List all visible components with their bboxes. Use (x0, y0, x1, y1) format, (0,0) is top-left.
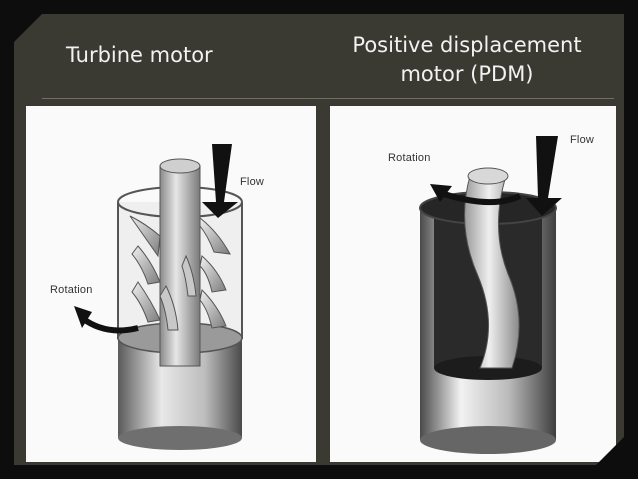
turbine-blade (200, 256, 226, 292)
turbine-blade (200, 218, 230, 254)
turbine-blade (132, 246, 160, 284)
turbine-shaft-top (160, 159, 200, 173)
turbine-motor-heading: Turbine motor (66, 43, 213, 67)
pdm-stator-bottom (420, 426, 556, 454)
turbine-flow-label: Flow (240, 176, 265, 188)
rotation-arrowhead-icon (74, 306, 92, 328)
rotation-arrow-icon (438, 192, 520, 202)
turbine-blade (182, 256, 196, 296)
pdm-illustration (330, 106, 616, 462)
flow-arrow-icon (526, 136, 562, 216)
turbine-blade (200, 290, 226, 328)
turbine-motor-figure: Flow Rotation (26, 106, 316, 462)
pdm-rotor (465, 176, 520, 368)
rotation-arrowhead-icon (430, 184, 452, 202)
pdm-heading: Positive displacement motor (PDM) (332, 31, 602, 89)
pdm-rotor-top (468, 168, 508, 184)
turbine-shaft (160, 166, 200, 366)
pdm-figure: Flow Rotation (330, 106, 616, 462)
turbine-blade (130, 216, 160, 256)
pdm-heading-line2: motor (PDM) (400, 62, 534, 86)
turbine-blade (160, 286, 178, 330)
turbine-illustration (26, 106, 316, 462)
pdm-flow-label: Flow (570, 134, 595, 146)
heading-divider (42, 98, 614, 99)
pdm-heading-line1: Positive displacement (352, 33, 582, 57)
flow-arrow-icon (202, 144, 238, 218)
turbine-rotation-label: Rotation (50, 284, 93, 296)
turbine-housing-bottom (118, 426, 242, 450)
turbine-blade (132, 282, 160, 322)
pdm-rotation-label: Rotation (388, 152, 431, 164)
slide: Turbine motor Positive displacement moto… (14, 14, 624, 465)
